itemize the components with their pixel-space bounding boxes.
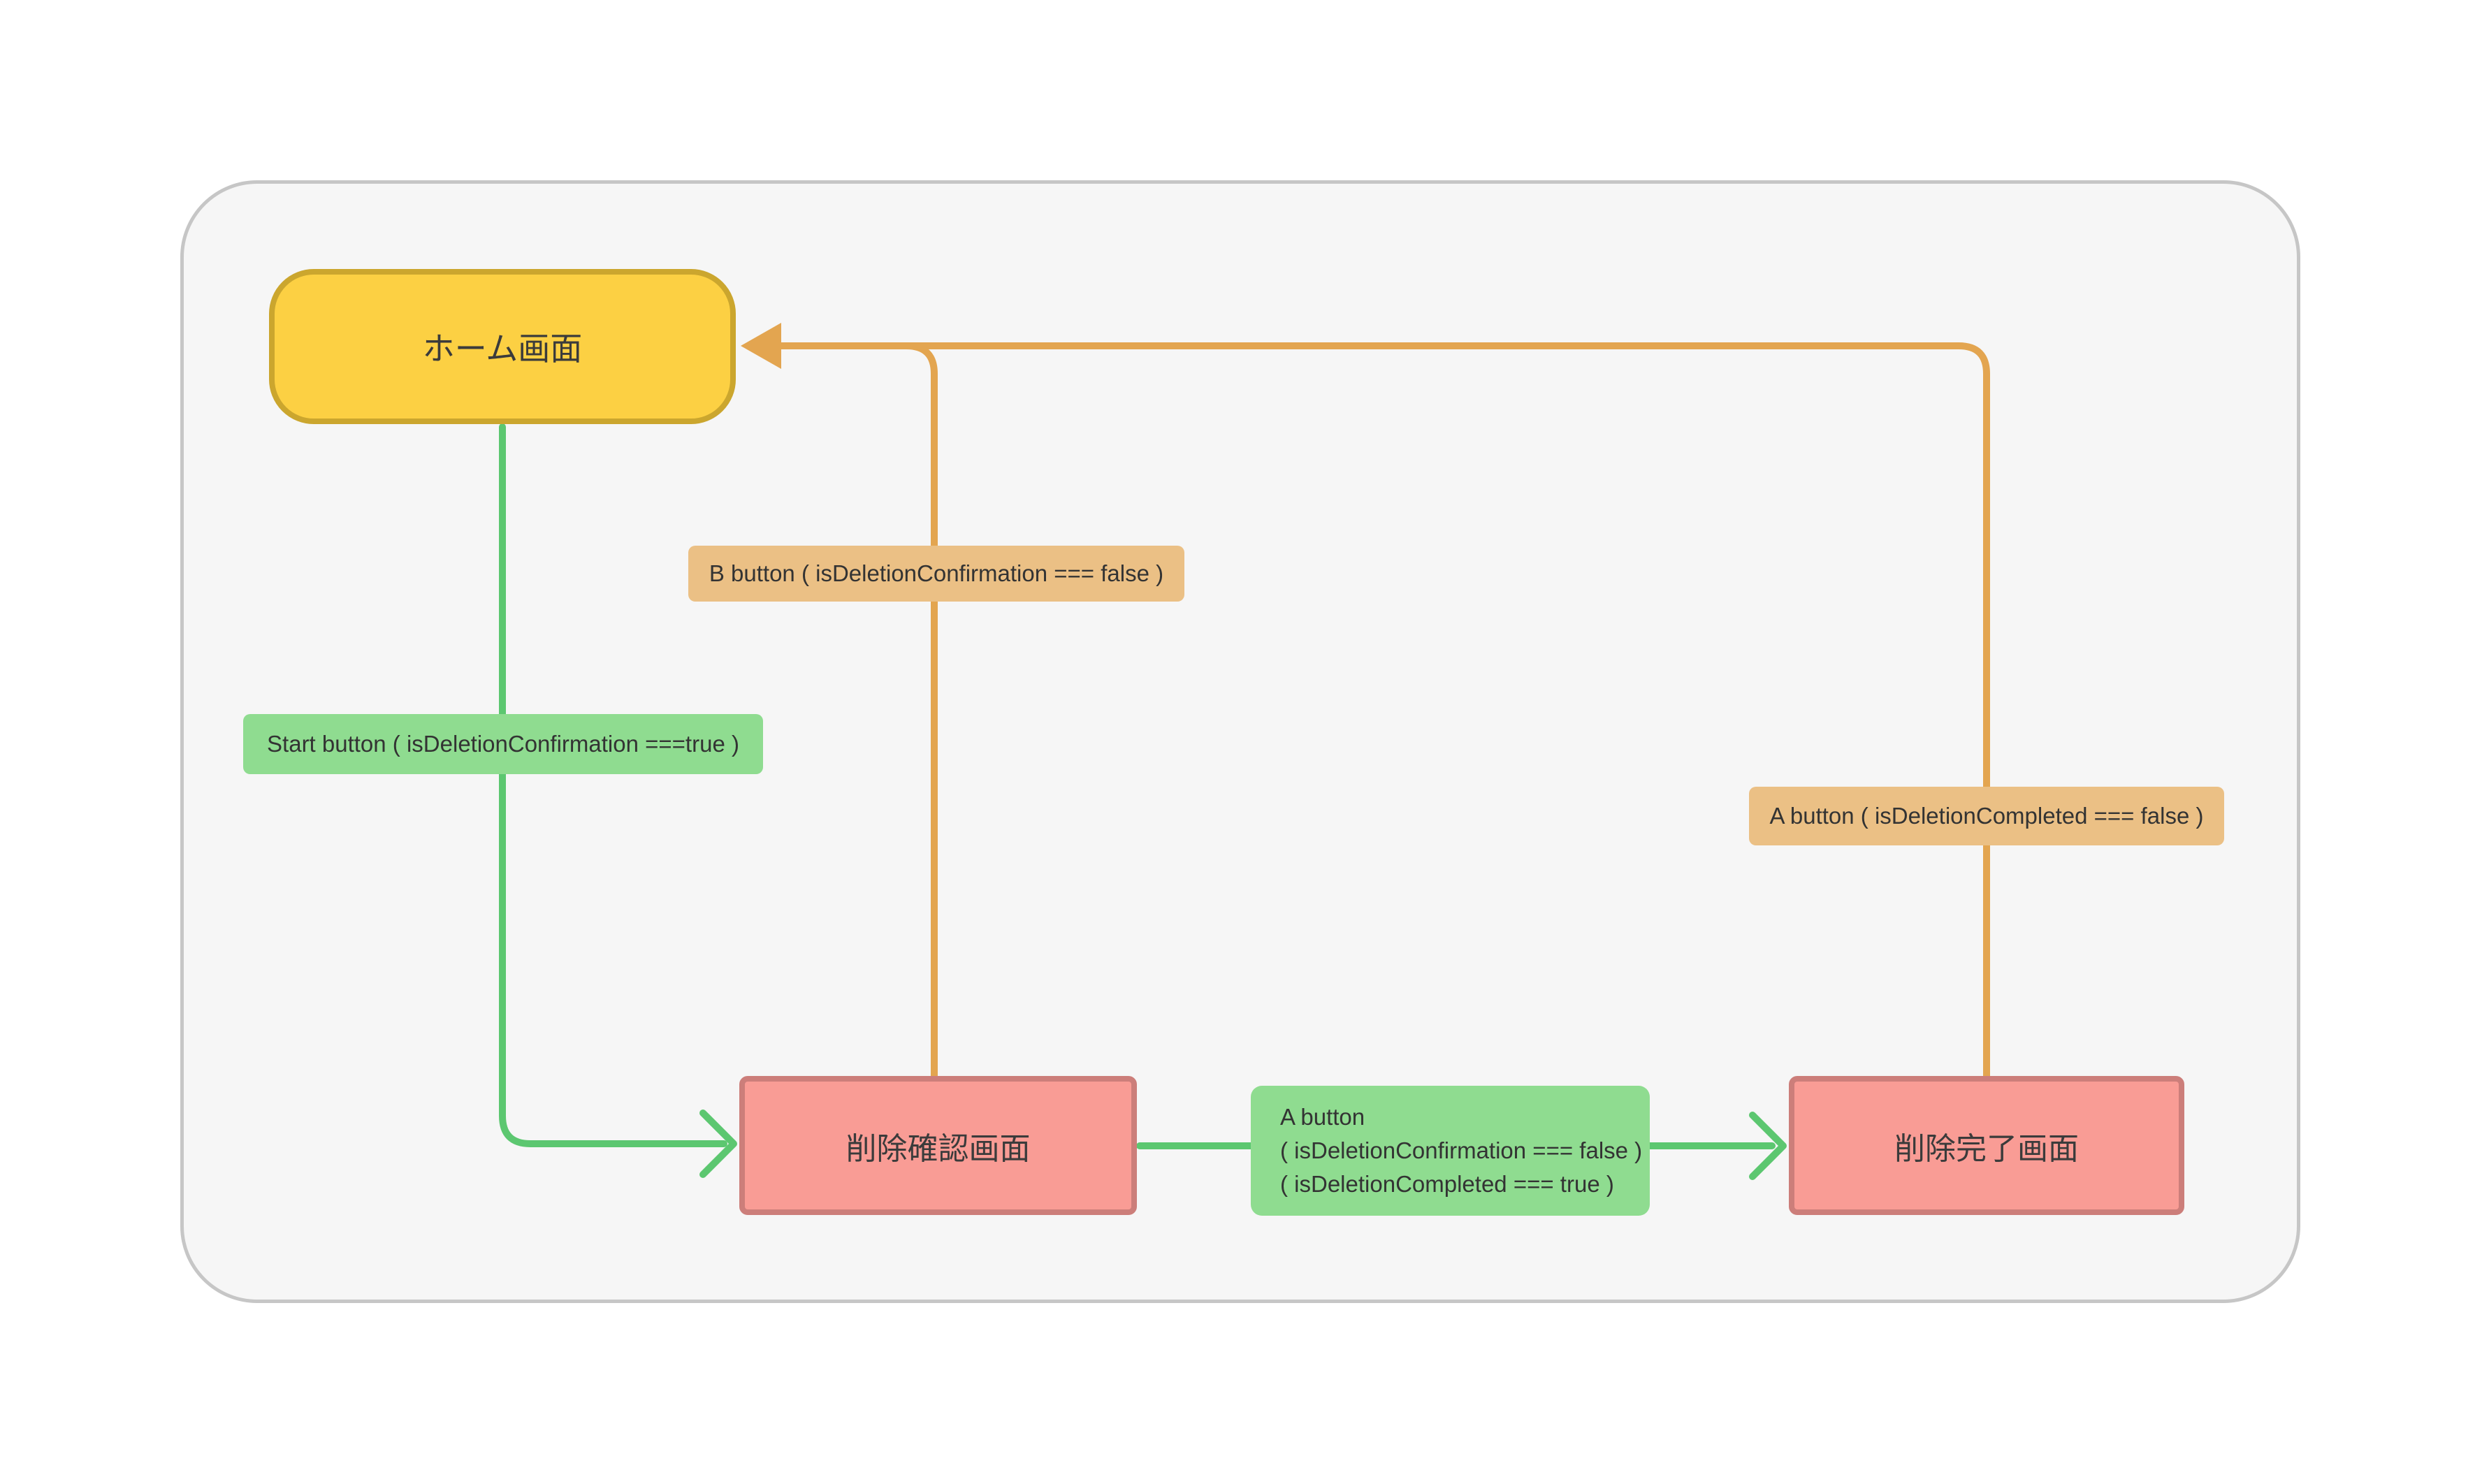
edge-label-start-button: Start button ( isDeletionConfirmation ==… xyxy=(243,714,763,774)
node-deletion-completed-screen-label: 削除完了画面 xyxy=(1894,1131,2079,1166)
edge-label-b-button: B button ( isDeletionConfirmation === fa… xyxy=(688,546,1184,602)
edge-label-start-button-text: Start button ( isDeletionConfirmation ==… xyxy=(267,731,739,757)
edge-label-b-button-text: B button ( isDeletionConfirmation === fa… xyxy=(709,560,1164,586)
node-home-screen-label: ホーム画面 xyxy=(422,330,583,367)
edge-label-a-button-forward-line3: ( isDeletionCompleted === true ) xyxy=(1280,1171,1614,1197)
node-home-screen: ホーム画面 xyxy=(269,269,736,424)
edge-label-a-button-back-text: A button ( isDeletionCompleted === false… xyxy=(1769,803,2204,829)
edge-label-a-button-forward-line2: ( isDeletionConfirmation === false ) xyxy=(1280,1137,1643,1163)
node-deletion-confirmation-screen: 削除確認画面 xyxy=(739,1076,1137,1215)
edge-label-a-button-forward: A button ( isDeletionConfirmation === fa… xyxy=(1251,1086,1650,1216)
edge-label-a-button-back: A button ( isDeletionCompleted === false… xyxy=(1749,787,2224,845)
edge-label-a-button-forward-line1: A button xyxy=(1280,1104,1365,1130)
node-deletion-completed-screen: 削除完了画面 xyxy=(1789,1076,2184,1215)
node-deletion-confirmation-screen-label: 削除確認画面 xyxy=(846,1131,1031,1166)
